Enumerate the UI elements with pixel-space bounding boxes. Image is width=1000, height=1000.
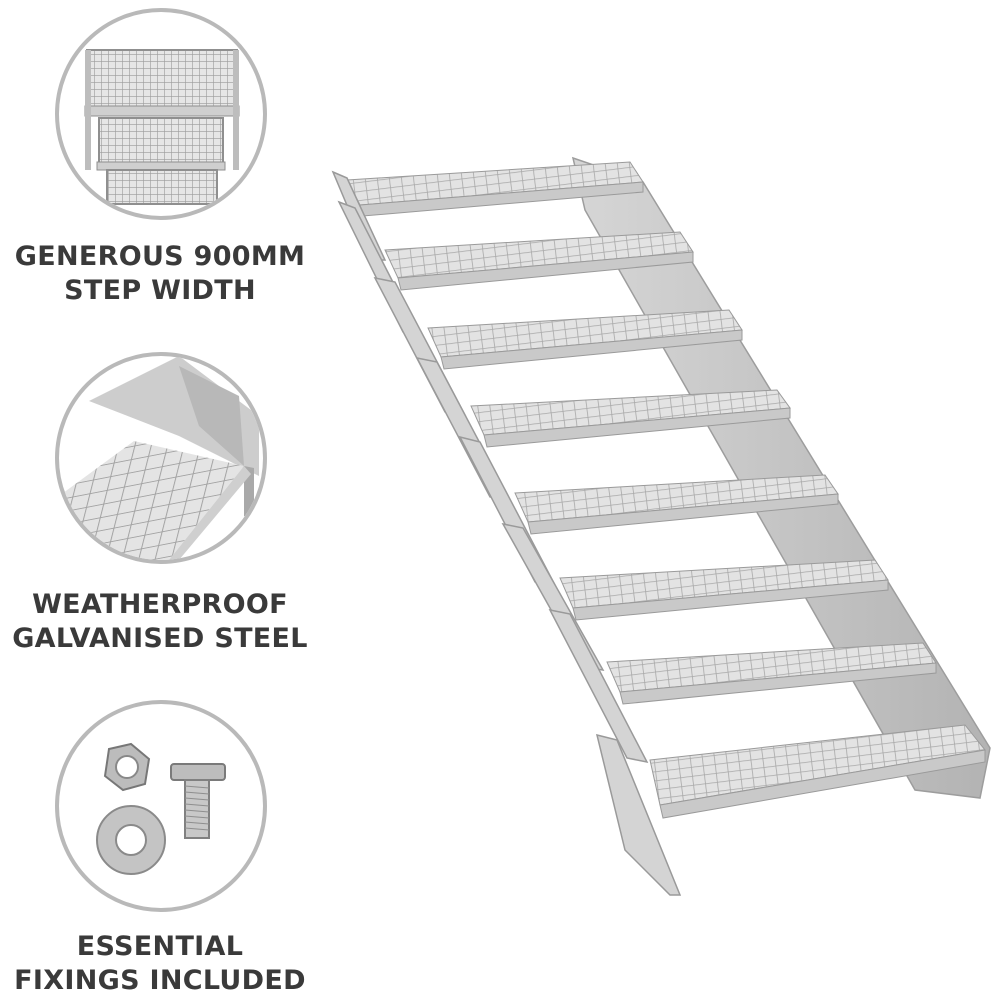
bolt-icon bbox=[170, 763, 226, 839]
feature-label-line2: GALVANISED STEEL bbox=[12, 623, 308, 654]
nut-icon bbox=[103, 742, 151, 792]
feature-label-galvanised: WEATHERPROOF GALVANISED STEEL bbox=[0, 588, 320, 656]
front-stringer bbox=[331, 170, 682, 896]
nut-bolt-washer-icon bbox=[96, 742, 226, 875]
washer-icon bbox=[96, 805, 166, 875]
grating-closeup-icon bbox=[59, 356, 259, 560]
treads bbox=[346, 161, 986, 819]
feature-label-step-width: GENEROUS 900MM STEP WIDTH bbox=[0, 240, 320, 308]
feature-label-line2: FIXINGS INCLUDED bbox=[14, 965, 306, 996]
product-staircase-image bbox=[325, 150, 1000, 900]
feature-label-line1: WEATHERPROOF bbox=[32, 589, 288, 620]
feature-label-line2: STEP WIDTH bbox=[64, 275, 256, 306]
feature-circle-galvanised bbox=[55, 352, 267, 564]
feature-label-line1: ESSENTIAL bbox=[76, 931, 244, 962]
feature-label-fixings: ESSENTIAL FIXINGS INCLUDED bbox=[0, 930, 320, 998]
feature-label-line1: GENEROUS 900MM bbox=[14, 241, 306, 272]
staircase-icon bbox=[331, 156, 991, 896]
feature-circle-step-width bbox=[55, 8, 267, 220]
feature-circle-fixings bbox=[55, 700, 267, 912]
stair-top-view-icon bbox=[84, 49, 240, 205]
